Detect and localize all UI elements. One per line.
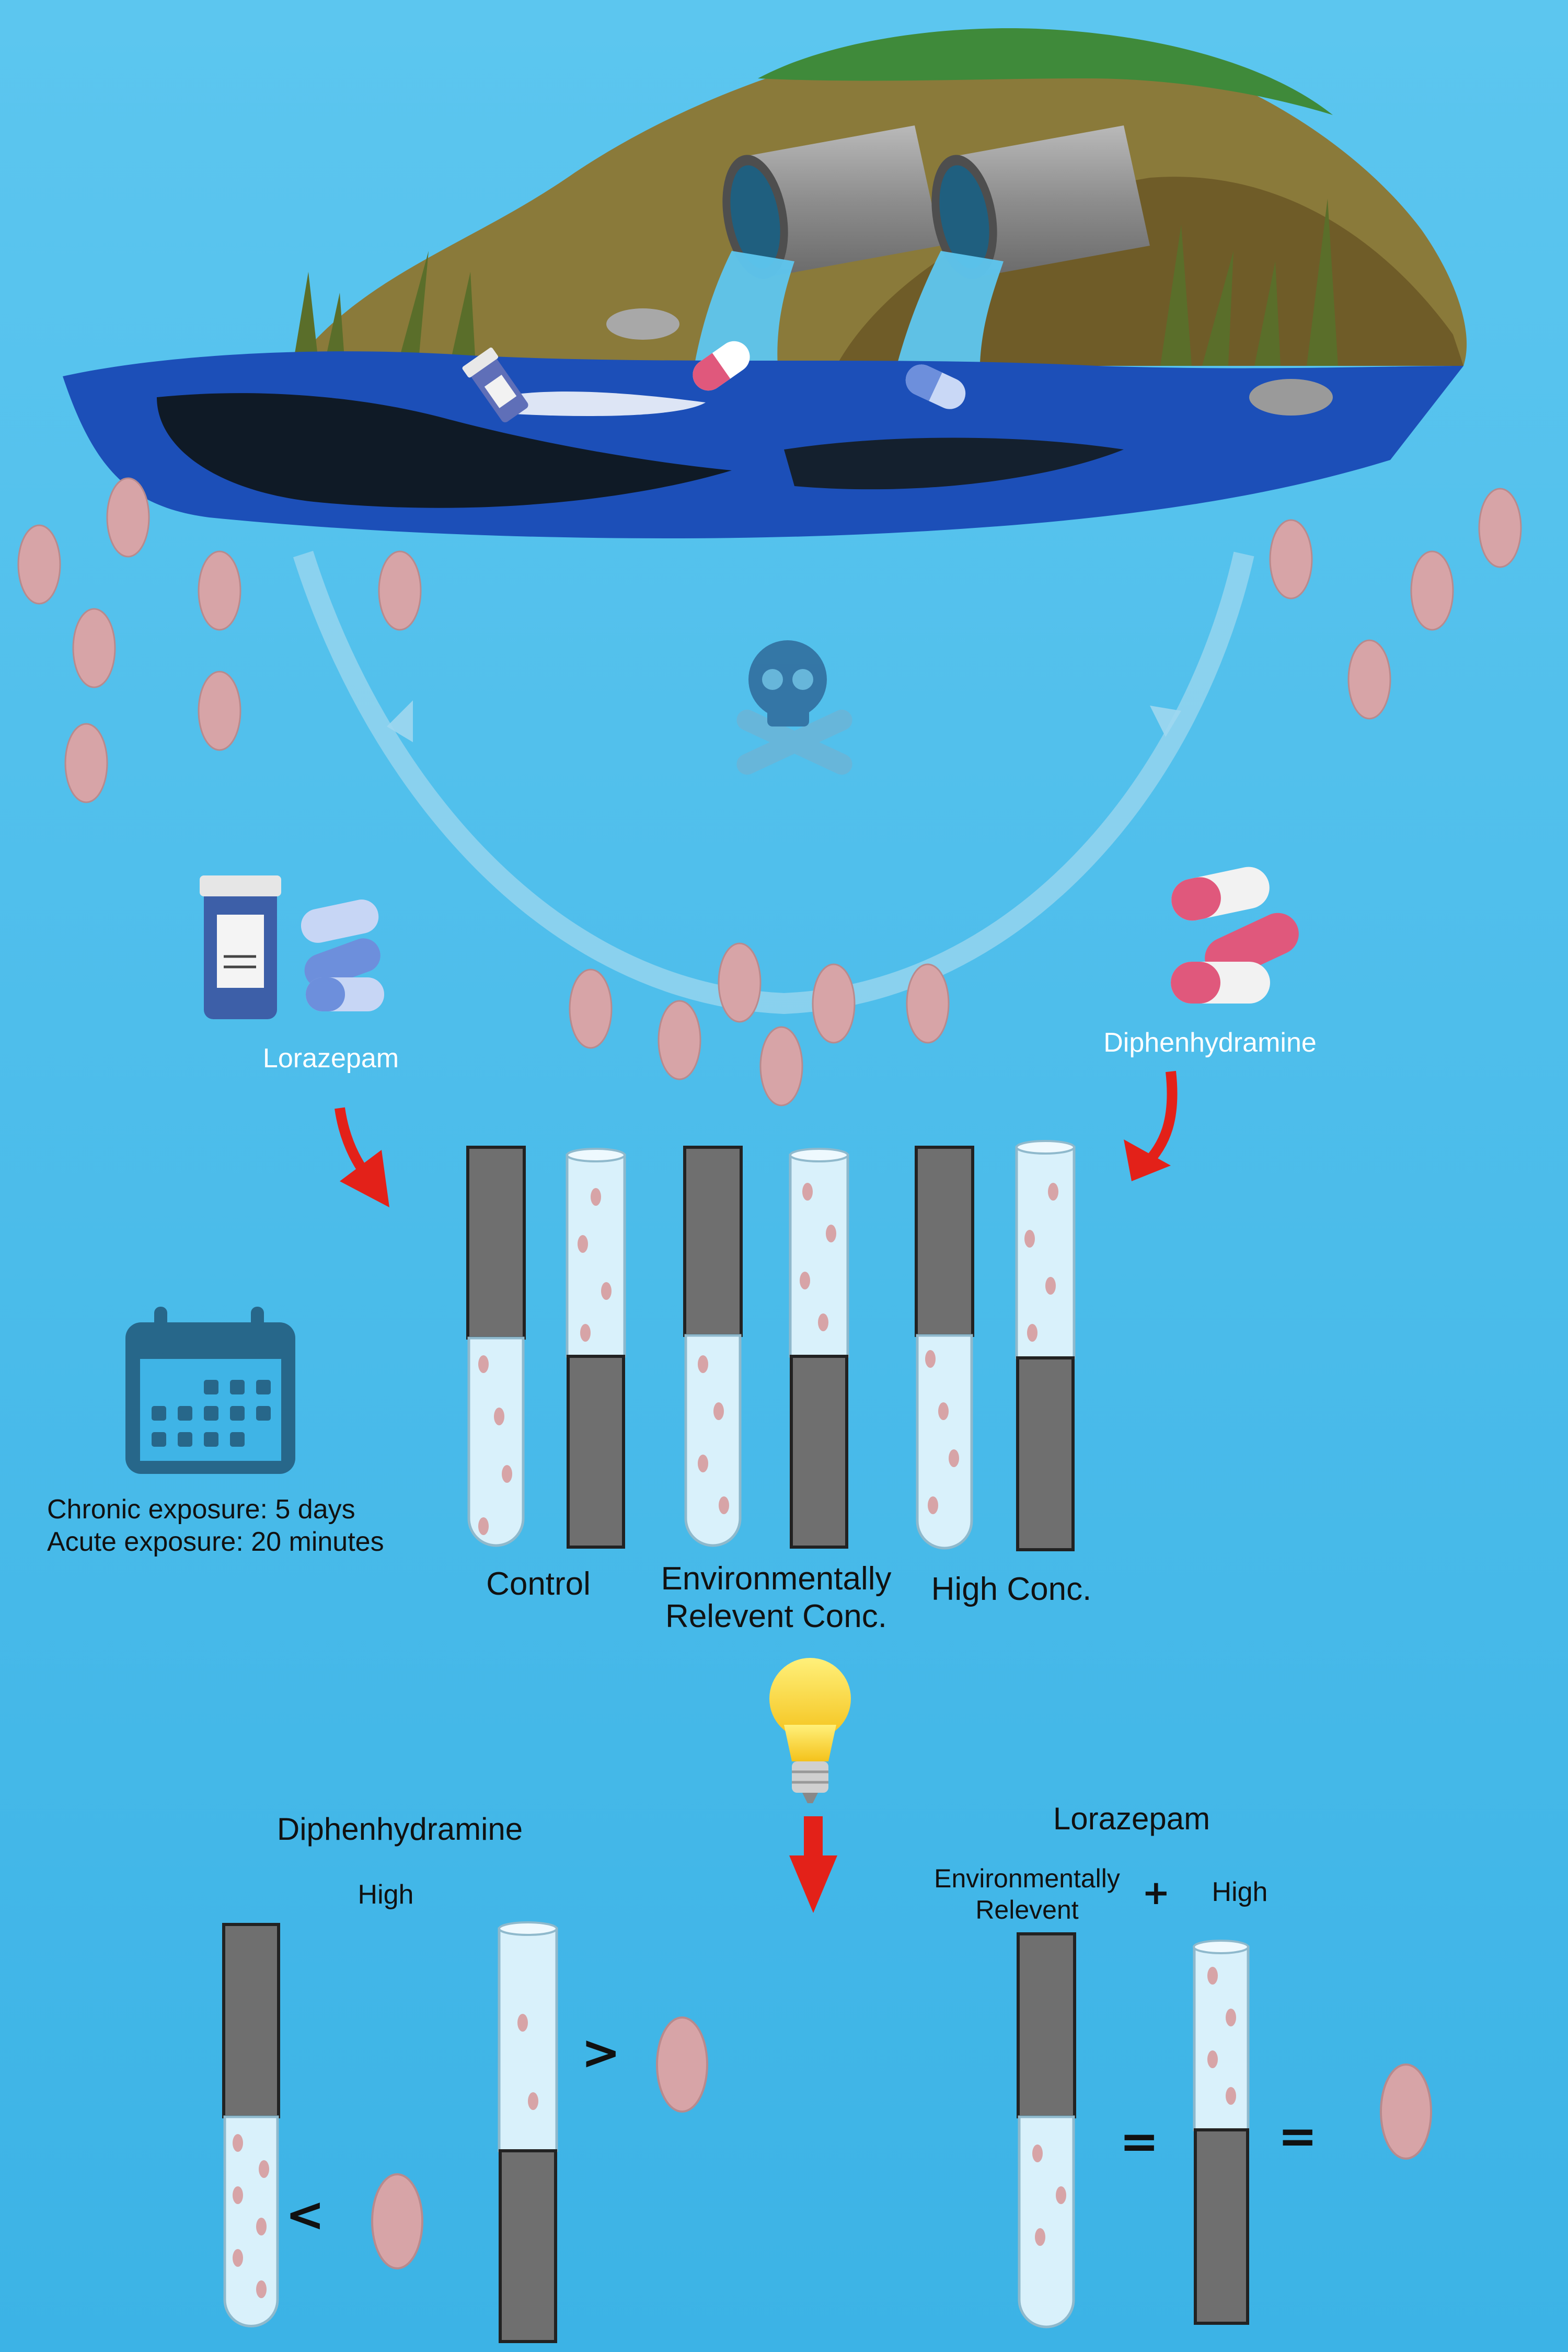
tube-env-dark-bottom bbox=[789, 1148, 849, 1549]
copepods-center bbox=[569, 942, 950, 1106]
cycle-arc bbox=[293, 550, 1254, 1014]
copepod-result-icons bbox=[371, 2016, 1432, 2269]
oil-slick bbox=[157, 393, 732, 508]
diphenhydramine-capsules-icon bbox=[1171, 867, 1299, 1004]
tube-high-dark-bottom bbox=[1015, 1140, 1076, 1551]
group-label-env-line1: Environmentally bbox=[661, 1561, 892, 1597]
foam bbox=[497, 391, 706, 416]
copepods-top-left bbox=[17, 477, 422, 803]
plus-symbol: + bbox=[1142, 1874, 1170, 1912]
hill-shadow bbox=[836, 177, 1463, 366]
calendar-icon bbox=[125, 1307, 295, 1474]
copepods-top-right bbox=[1269, 488, 1522, 720]
rock bbox=[606, 308, 679, 340]
result-tube-env-dark-top bbox=[1017, 1932, 1076, 2328]
result-level-diphenhydramine: High bbox=[358, 1880, 414, 1910]
copepods-in-result-tubes bbox=[233, 1967, 1236, 2298]
tube-env-dark-top bbox=[683, 1146, 743, 1547]
lorazepam-pill-bottle-icon bbox=[200, 875, 281, 1019]
acute-exposure-text: Acute exposure: 20 minutes bbox=[47, 1527, 384, 1557]
copepods-in-tubes bbox=[478, 1183, 1058, 1535]
group-label-high: High Conc. bbox=[931, 1571, 1092, 1607]
result-env-line2-lorazepam: Relevent bbox=[975, 1895, 1079, 1924]
result-tube-high-dark-bottom bbox=[1193, 1940, 1250, 2325]
result-tube-dark-top bbox=[222, 1923, 280, 2327]
less-than-symbol: < bbox=[285, 2187, 325, 2242]
floating-capsule-pink bbox=[693, 341, 750, 391]
skull-crossbones-icon bbox=[736, 640, 852, 775]
group-label-control: Control bbox=[486, 1566, 591, 1602]
group-label-env-line2: Relevent Conc. bbox=[665, 1598, 887, 1634]
equals-symbol-2: = bbox=[1278, 2109, 1318, 2164]
red-arrow-down bbox=[789, 1816, 837, 1913]
drain-pipe-right bbox=[931, 125, 1150, 279]
grass-top bbox=[758, 28, 1333, 115]
floating-capsule-blue bbox=[905, 364, 966, 409]
oil-slick-2 bbox=[784, 437, 1124, 490]
floating-pill-bottle bbox=[462, 347, 528, 423]
tube-control-dark-top bbox=[466, 1146, 526, 1547]
lorazepam-capsules-icon bbox=[301, 900, 384, 1011]
result-tube-dark-bottom bbox=[498, 1921, 558, 2343]
result-level-lorazepam: High bbox=[1212, 1877, 1268, 1907]
light-bulb-icon bbox=[769, 1658, 851, 1803]
red-arrow-right bbox=[1124, 1070, 1178, 1181]
diphenhydramine-label: Diphenhydramine bbox=[1103, 1028, 1317, 1058]
result-env-line1-lorazepam: Environmentally bbox=[934, 1864, 1120, 1893]
chronic-exposure-text: Chronic exposure: 5 days bbox=[47, 1494, 355, 1525]
result-title-diphenhydramine: Diphenhydramine bbox=[276, 1812, 523, 1847]
rock bbox=[1249, 379, 1333, 416]
equals-symbol-1: = bbox=[1120, 2114, 1159, 2169]
tube-control-dark-bottom bbox=[566, 1148, 626, 1549]
drain-pipe-left bbox=[722, 125, 941, 279]
result-title-lorazepam: Lorazepam bbox=[1053, 1801, 1210, 1836]
pollution-scene bbox=[63, 28, 1467, 538]
grass-blades bbox=[293, 199, 1338, 366]
lorazepam-label: Lorazepam bbox=[262, 1043, 399, 1074]
greater-than-symbol: > bbox=[581, 2025, 621, 2080]
red-arrow-left bbox=[335, 1107, 389, 1207]
tube-high-dark-top bbox=[915, 1146, 974, 1550]
